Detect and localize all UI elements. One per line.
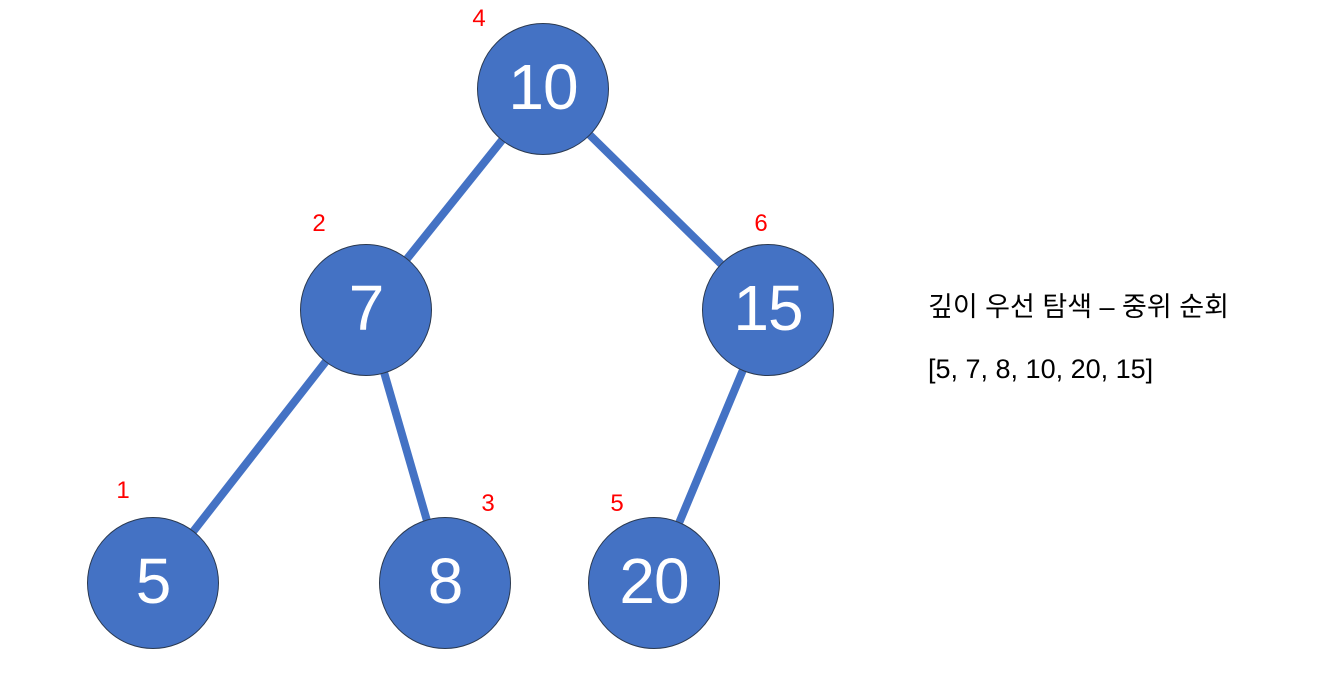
visit-order-label-8: 3 (481, 490, 495, 517)
node-value: 20 (619, 545, 689, 617)
visit-order-label-5: 1 (116, 477, 130, 504)
node-value: 7 (348, 272, 385, 344)
tree-node-7: 7 (300, 244, 432, 376)
tree-node-5: 5 (87, 517, 219, 649)
tree-node-20: 20 (588, 517, 720, 649)
traversal-result: [5, 7, 8, 10, 20, 15] (928, 354, 1154, 385)
traversal-caption: 깊이 우선 탐색 – 중위 순회 [5, 7, 8, 10, 20, 15] (928, 292, 1229, 385)
node-value: 10 (508, 51, 578, 123)
tree-node-8: 8 (379, 517, 511, 649)
visit-order-label-20: 5 (610, 490, 624, 517)
node-value: 8 (427, 545, 464, 617)
visit-order-label-10: 4 (472, 5, 486, 32)
traversal-title: 깊이 우선 탐색 – 중위 순회 (928, 292, 1229, 322)
node-value: 5 (135, 545, 172, 617)
node-value: 15 (733, 272, 803, 344)
visit-order-label-7: 2 (312, 210, 326, 237)
tree-node-15: 15 (702, 244, 834, 376)
tree-node-10: 10 (477, 23, 609, 155)
visit-order-label-15: 6 (754, 210, 768, 237)
